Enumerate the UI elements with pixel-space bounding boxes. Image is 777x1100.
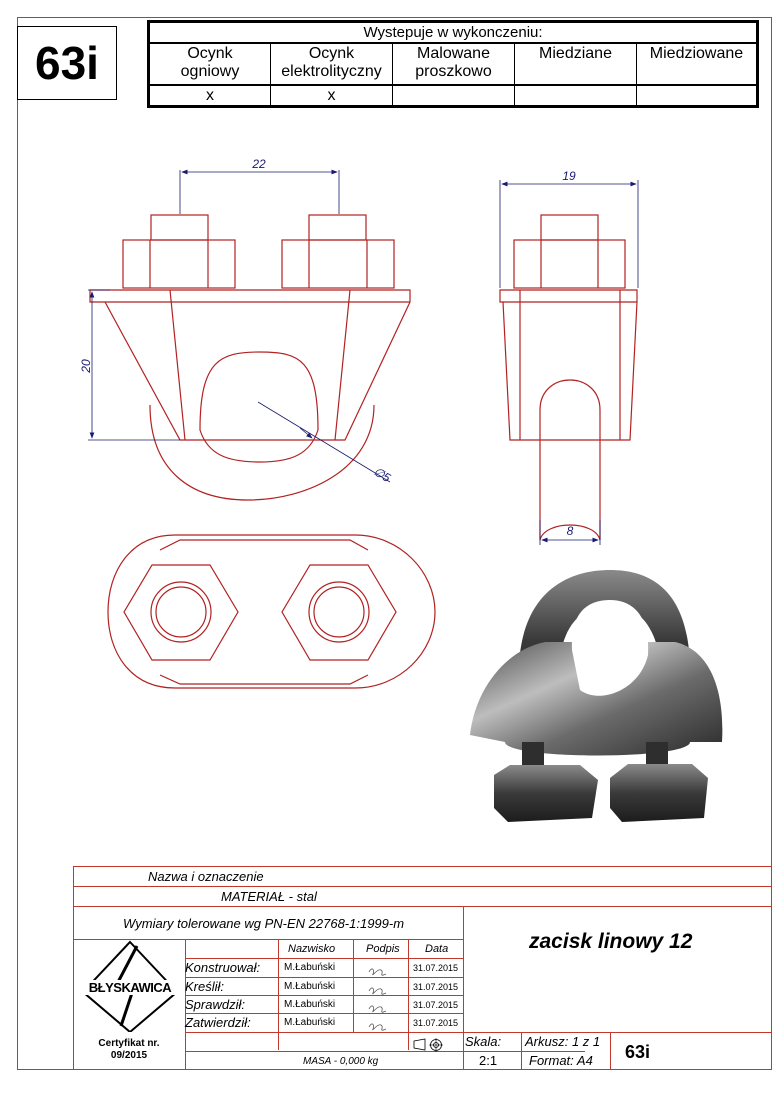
drawing-code: 63i [17, 26, 117, 100]
finish-mark-2 [393, 86, 515, 107]
finish-col-2: Malowane proszkowo [393, 44, 515, 86]
role-1-name: M.Łabuński [284, 981, 336, 992]
finish-col-0: Ocynk ogniowy [150, 44, 271, 86]
scale-value: 2:1 [479, 1053, 498, 1068]
title-block-code: 63i [625, 1042, 651, 1062]
side-view [499, 214, 638, 541]
sheet-number: Arkusz: 1 z 1 [525, 1034, 601, 1049]
role-0: Konstruował: [185, 960, 261, 975]
technical-drawings: 22 20 ∅5 19 8 [79, 157, 723, 822]
front-view-dimensions [88, 169, 391, 483]
drawing-frame [17, 17, 772, 1070]
name-label: Nazwa i oznaczenie [148, 869, 264, 884]
product-name: zacisk linowy 12 [529, 930, 693, 953]
finish-col-3: Miedziane [515, 44, 637, 86]
sheet-format: Format: A4 [529, 1053, 593, 1068]
role-3-name: M.Łabuński [284, 1017, 336, 1028]
side-view-dimensions [499, 180, 639, 545]
finish-col-4: Miedziowane [637, 44, 756, 86]
finish-mark-0: x [150, 86, 271, 107]
role-1: Kreślił: [185, 979, 225, 994]
scale-label: Skala: [465, 1034, 502, 1049]
role-0-date: 31.07.2015 [413, 963, 459, 973]
projection-symbol-icon [413, 1038, 443, 1052]
role-2-date: 31.07.2015 [413, 1000, 459, 1010]
finish-mark-1: x [271, 86, 393, 107]
title-block: Nazwa i oznaczenie MATERIAŁ - stal Wymia… [73, 866, 772, 1070]
company-logo: BŁYSKAWICA [81, 940, 179, 1032]
front-view [89, 214, 411, 501]
dim-loop-width: 8 [567, 524, 574, 538]
role-3: Zatwierdził: [185, 1015, 251, 1030]
finish-table-header: Wystepuje w wykonczeniu: [150, 23, 756, 44]
product-photo [470, 570, 723, 822]
top-view [107, 534, 436, 689]
material: MATERIAŁ - stal [221, 889, 317, 904]
signatures [368, 968, 387, 1031]
logo-text: BŁYSKAWICA [81, 980, 179, 995]
dim-height: 20 [79, 359, 93, 374]
role-3-date: 31.07.2015 [413, 1018, 459, 1028]
role-0-name: M.Łabuński [284, 962, 336, 973]
role-2-name: M.Łabuński [284, 999, 336, 1010]
finish-table: Wystepuje w wykonczeniu: Ocynk ogniowy O… [147, 20, 759, 108]
mass: MASA - 0,000 kg [303, 1056, 379, 1067]
col-header-name: Nazwisko [288, 943, 336, 955]
col-header-date: Data [425, 943, 449, 955]
role-2: Sprawdził: [185, 997, 245, 1012]
certificate: Certyfikat nr. 09/2015 [98, 1038, 160, 1061]
finish-marks-row: x x [150, 86, 756, 107]
tolerance-note: Wymiary tolerowane wg PN-EN 22768-1:1999… [123, 916, 405, 931]
role-1-date: 31.07.2015 [413, 982, 459, 992]
finish-col-1: Ocynk elektrolityczny [271, 44, 393, 86]
finish-mark-3 [515, 86, 637, 107]
dim-side-width: 19 [562, 169, 576, 183]
dim-bolt-spacing: 22 [251, 157, 266, 171]
finish-labels-row: Ocynk ogniowy Ocynk elektrolityczny Malo… [150, 44, 756, 86]
col-header-signature: Podpis [366, 943, 400, 955]
